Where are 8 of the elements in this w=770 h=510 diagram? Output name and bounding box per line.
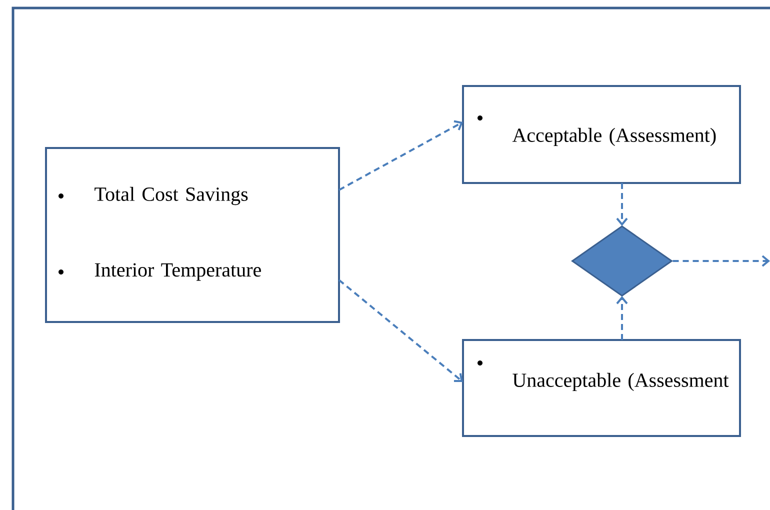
arrow <box>616 296 628 340</box>
arrow <box>338 120 463 191</box>
text-box: Acceptable (Assessment) <box>462 85 741 184</box>
arrow <box>672 255 770 267</box>
text-box: Unacceptable (Assessment <box>462 339 741 437</box>
arrow <box>338 279 463 382</box>
text-box: Total Cost Savings Interior Temperature <box>45 147 340 323</box>
arrow <box>616 183 628 226</box>
